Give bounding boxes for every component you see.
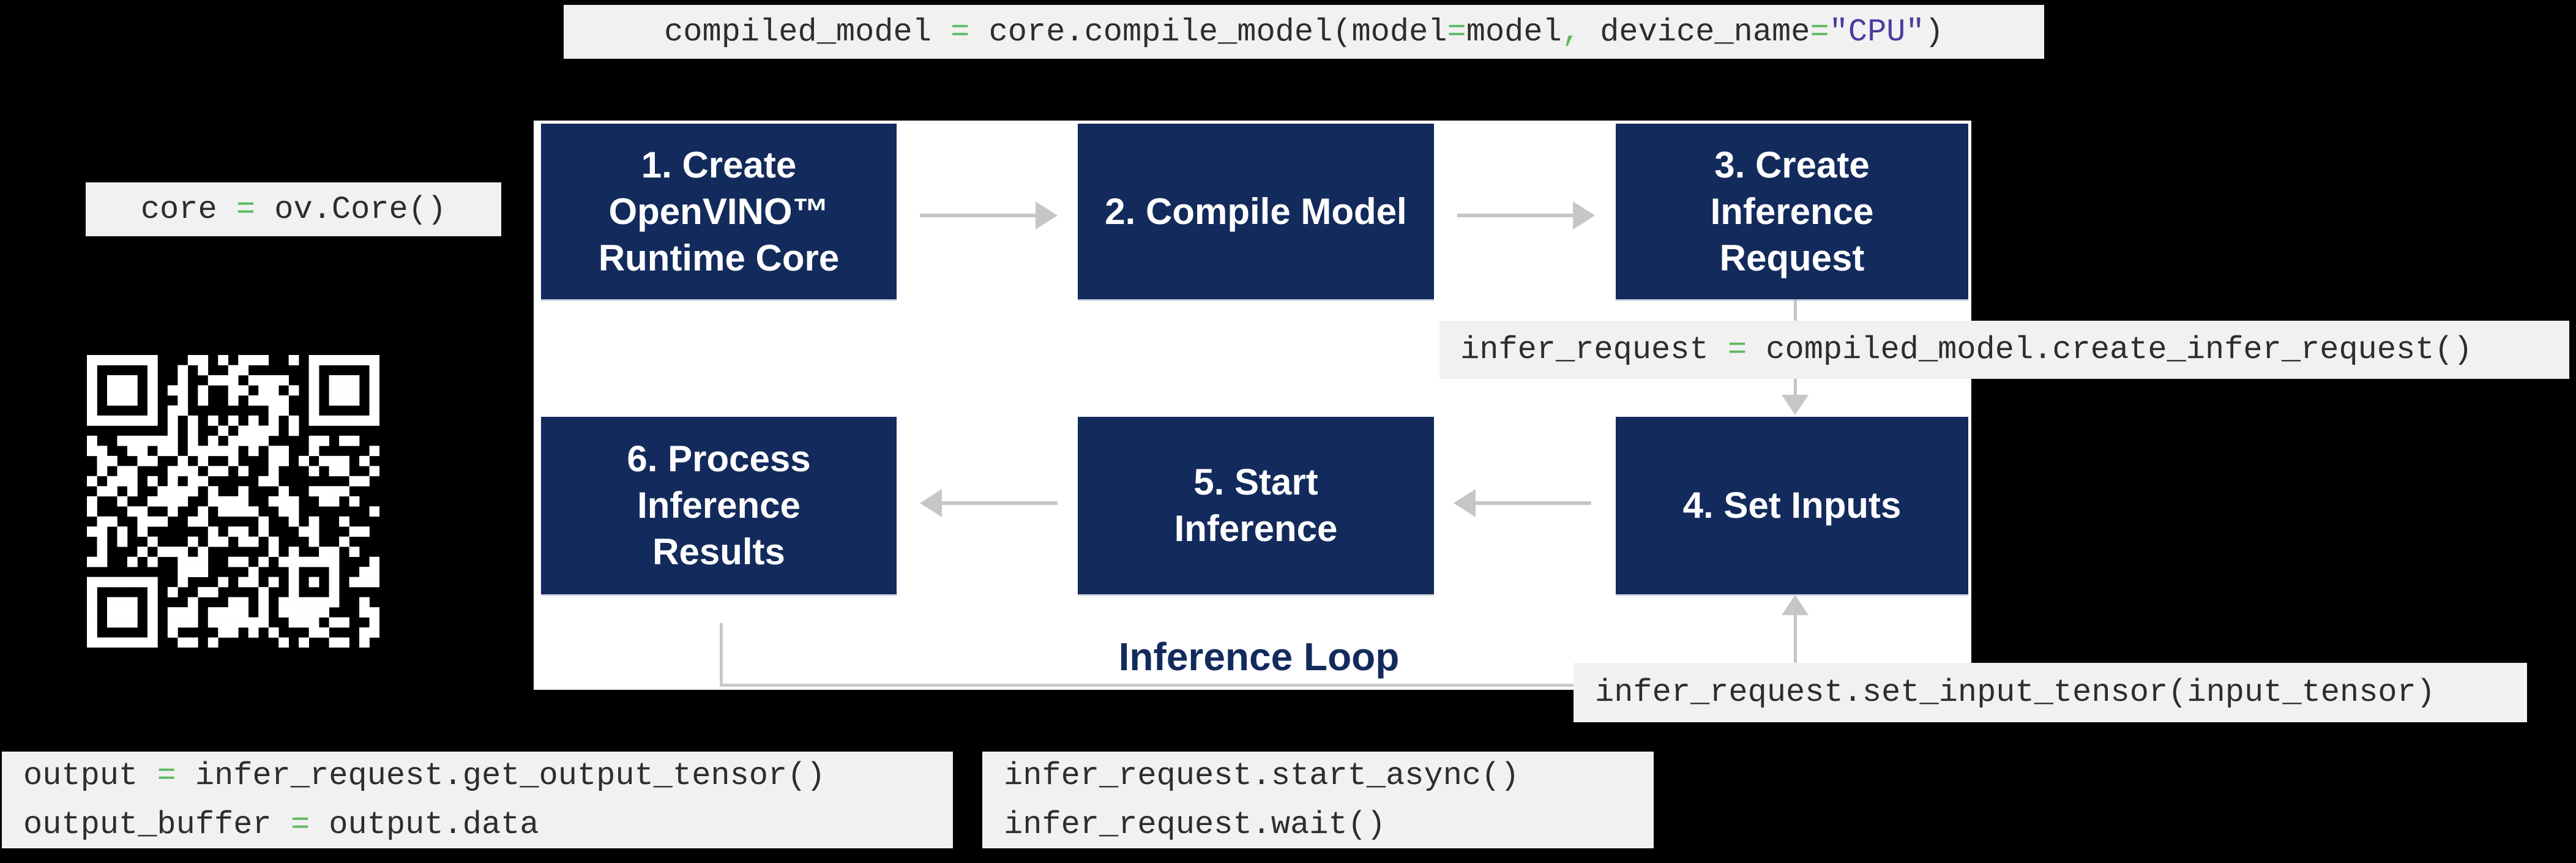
code-set-input-tensor: infer_request.set_input_tensor(input_ten… [1574, 663, 2527, 722]
qr-code [87, 355, 379, 648]
code-create-core: core = ov.Core() [86, 182, 501, 236]
arrowhead-right-icon [1036, 201, 1058, 230]
code-compile-model: compiled_model = core.compile_model(mode… [564, 5, 2044, 59]
arrowhead-up-icon [1782, 595, 1809, 615]
arrowhead-right-icon [1573, 201, 1595, 230]
loop-line-horizontal [720, 684, 1796, 687]
loop-line-vertical [720, 623, 723, 687]
arrowhead-left-icon [920, 489, 942, 517]
inference-loop-label: Inference Loop [1118, 635, 1400, 679]
code-get-output: output = infer_request.get_output_tensor… [2, 752, 953, 848]
arrowhead-left-icon [1454, 489, 1476, 517]
connector-step3-to-code [1794, 299, 1797, 321]
code-start-wait: infer_request.start_async()infer_request… [982, 752, 1654, 848]
arrowhead-down-icon [1782, 395, 1809, 415]
code-create-infer-request: infer_request = compiled_model.create_in… [1439, 321, 2569, 379]
box-step4-set-inputs: 4. Set Inputs [1616, 417, 1968, 594]
box-step2-compile-model: 2. Compile Model [1078, 124, 1434, 299]
